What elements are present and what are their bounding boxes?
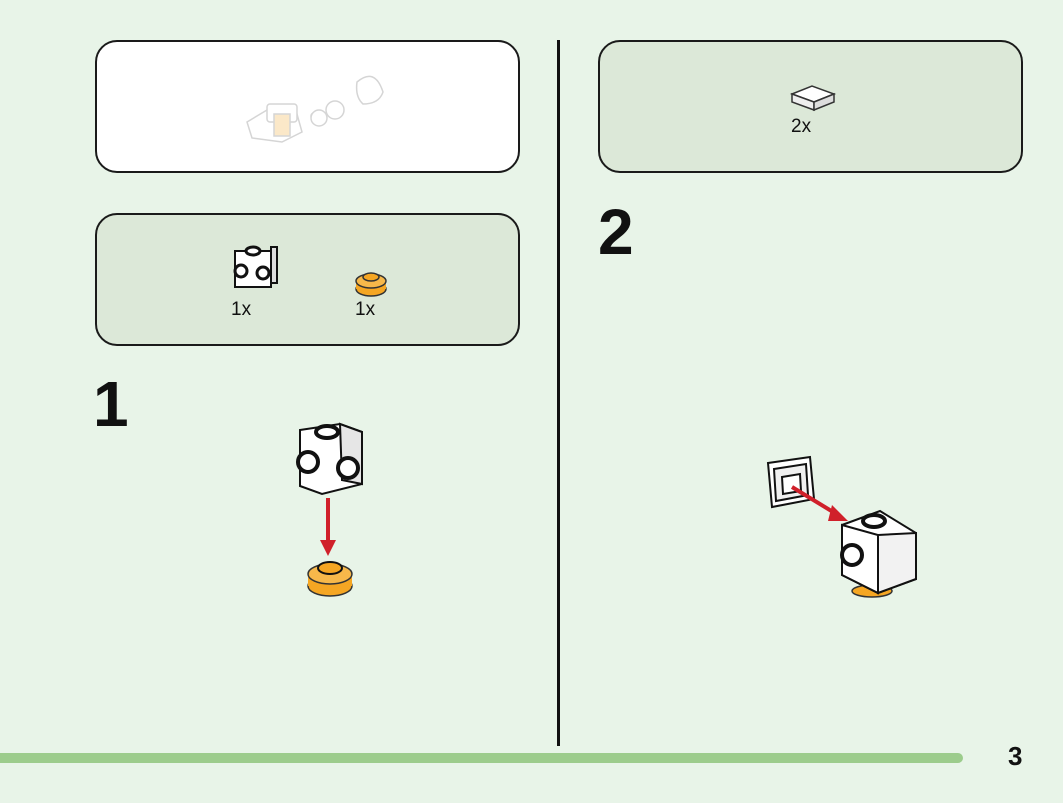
white-tile-icon	[789, 85, 837, 112]
brick-quantity: 1x	[231, 299, 252, 320]
step1-number: 1	[93, 368, 129, 440]
column-divider	[557, 40, 560, 746]
overview-panel	[95, 40, 520, 173]
tile-quantity: 2x	[791, 116, 812, 137]
step2-arrow	[790, 485, 848, 521]
plate-quantity: 1x	[355, 299, 376, 320]
step1-arrow	[320, 498, 336, 556]
step1-assembly-illustration	[296, 422, 363, 597]
progress-bar	[0, 753, 963, 763]
step2-brick-on-plate	[840, 509, 917, 598]
orange-round-plate-icon	[355, 272, 387, 297]
page-number: 3	[1008, 741, 1023, 771]
assembled-model-preview-icon	[246, 75, 384, 143]
step2-number: 2	[598, 196, 634, 268]
step2-white-tile	[766, 455, 816, 509]
step1-parts-panel: 1x 1x	[95, 213, 520, 346]
step1-white-brick	[296, 422, 363, 496]
step1-orange-plate	[307, 561, 353, 597]
white-brick-with-studs-icon	[233, 245, 278, 288]
step2-parts-panel: 2x	[598, 40, 1023, 173]
step2-assembly-illustration	[766, 455, 917, 598]
